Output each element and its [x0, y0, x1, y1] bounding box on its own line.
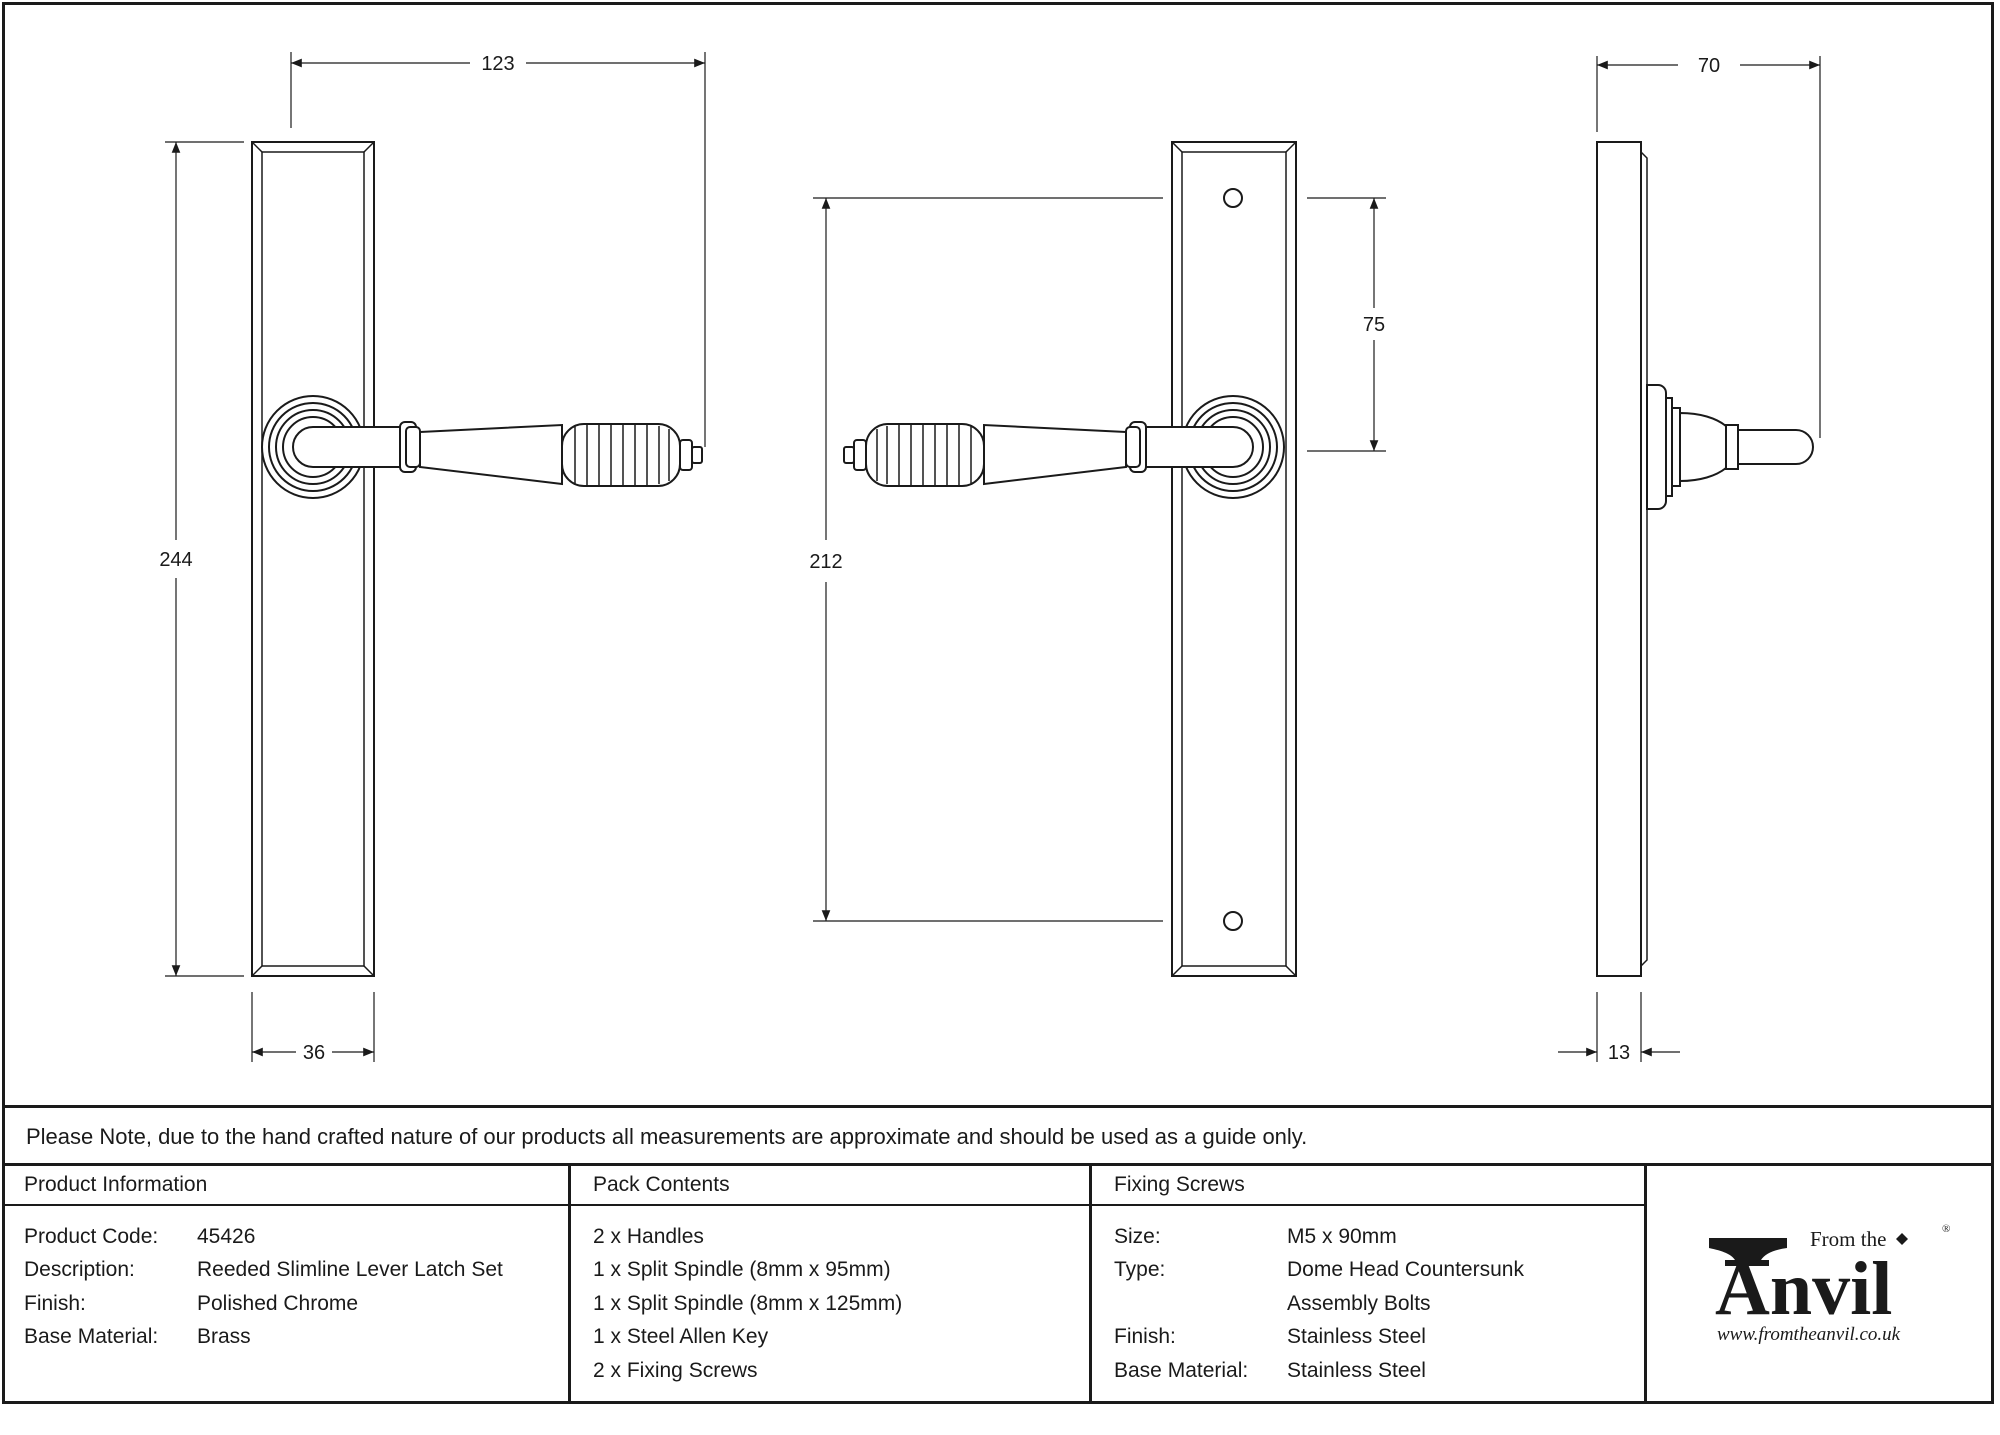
drawing-frame	[2, 2, 1994, 1404]
dim-front-width: 123	[481, 53, 514, 75]
brand-logo-panel: From the ® Anvil www.fromtheanvil.co.uk	[1647, 1166, 1991, 1404]
diamond-icon	[1896, 1233, 1908, 1245]
front-backplate	[251, 141, 375, 977]
dimension-lines	[165, 52, 1821, 1062]
row-label: Base Material:	[1114, 1358, 1249, 1382]
fixing-hole-top	[1223, 188, 1243, 208]
rear-backplate	[1171, 141, 1297, 977]
product-row: Finish: Polished Chrome	[24, 1287, 568, 1321]
pack-contents-panel: Pack Contents 2 x Handles 1 x Split Spin…	[571, 1166, 1092, 1404]
row-value: M5 x 90mm	[1287, 1224, 1397, 1248]
screw-row: Size: M5 x 90mm	[1114, 1220, 1644, 1254]
screw-row: Assembly Bolts	[1114, 1287, 1644, 1321]
row-value: Dome Head Countersunk	[1287, 1258, 1524, 1282]
rear-lever-reeds	[876, 424, 972, 486]
dim-side-projection: 70	[1698, 55, 1720, 77]
logo-url: www.fromtheanvil.co.uk	[1717, 1324, 1901, 1345]
row-value: Brass	[197, 1325, 251, 1349]
front-lever	[292, 421, 703, 487]
technical-drawing: 123 244 36 212 75 70 13	[159, 52, 1821, 1064]
product-row: Description: Reeded Slimline Lever Latch …	[24, 1254, 568, 1288]
product-row: Product Code: 45426	[24, 1220, 568, 1254]
dim-spindle-offset: 75	[1363, 314, 1385, 336]
pack-item: 2 x Handles	[593, 1224, 704, 1248]
dim-backplate-width: 36	[303, 1042, 325, 1064]
rear-view	[843, 141, 1297, 977]
row-label: Base Material:	[24, 1325, 159, 1349]
product-row: Base Material: Brass	[24, 1321, 568, 1355]
fixing-screws-heading: Fixing Screws	[1092, 1166, 1644, 1206]
dim-side-depth: 13	[1608, 1042, 1630, 1064]
fixing-hole-bottom	[1223, 911, 1243, 931]
row-value: 45426	[197, 1224, 256, 1248]
row-label: Description:	[24, 1258, 135, 1282]
row-label: Size:	[1114, 1224, 1161, 1248]
fixing-screws-panel: Fixing Screws Size: M5 x 90mm Type: Dome H…	[1092, 1166, 1647, 1404]
row-label: Finish:	[24, 1291, 86, 1315]
row-value: Polished Chrome	[197, 1291, 359, 1315]
pack-item: 1 x Split Spindle (8mm x 125mm)	[593, 1291, 903, 1315]
logo-registered: ®	[1942, 1223, 1950, 1235]
row-label: Finish:	[1114, 1325, 1176, 1349]
screw-row: Finish: Stainless Steel	[1114, 1321, 1644, 1355]
row-value: Stainless Steel	[1287, 1325, 1426, 1349]
row-value: Stainless Steel	[1287, 1358, 1426, 1382]
dim-front-height: 244	[159, 549, 192, 571]
product-info-heading: Product Information	[2, 1166, 568, 1206]
row-label: Product Code:	[24, 1224, 159, 1248]
side-backplate	[1596, 141, 1642, 977]
pack-item: 1 x Steel Allen Key	[593, 1325, 769, 1349]
screw-row: Type: Dome Head Countersunk	[1114, 1254, 1644, 1288]
pack-contents-heading: Pack Contents	[571, 1166, 1089, 1206]
row-label: Type:	[1114, 1258, 1166, 1282]
screw-row: Base Material: Stainless Steel	[1114, 1354, 1644, 1388]
front-lever-reeds	[574, 424, 670, 486]
rear-lever	[843, 421, 1254, 487]
logo-brand: Anvil	[1715, 1247, 1892, 1331]
row-value: Reeded Slimline Lever Latch Set	[197, 1258, 503, 1282]
info-table: Product Information Product Code: 45426 D…	[2, 1163, 1994, 1404]
pack-item: 2 x Fixing Screws	[593, 1358, 758, 1382]
side-view	[1596, 141, 1814, 977]
disclaimer-note: Please Note, due to the hand crafted nat…	[2, 1105, 1994, 1165]
anvil-icon	[1709, 1238, 1787, 1266]
logo-from-the: From the	[1810, 1227, 1886, 1251]
brand-logo: From the ® Anvil www.fromtheanvil.co.uk	[1709, 1223, 1950, 1345]
front-view	[251, 141, 703, 977]
product-info-panel: Product Information Product Code: 45426 D…	[2, 1166, 571, 1404]
pack-item: 1 x Split Spindle (8mm x 95mm)	[593, 1258, 891, 1282]
side-rose-and-lever	[1646, 384, 1814, 510]
dim-fixing-spacing: 212	[809, 551, 842, 573]
row-value: Assembly Bolts	[1287, 1291, 1431, 1315]
